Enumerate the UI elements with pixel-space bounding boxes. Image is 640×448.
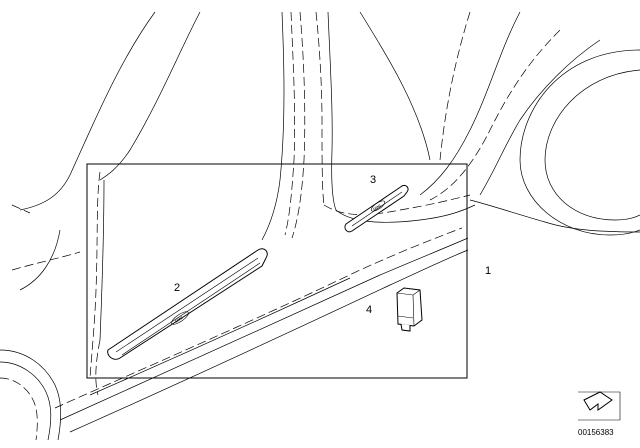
- callout-module: 4: [366, 304, 372, 316]
- rear-sill-strip: MINI: [344, 185, 409, 233]
- direction-arrow-icon: [578, 391, 621, 421]
- sill-logo-front: MINI: [174, 315, 184, 324]
- sill-logo-rear: MINI: [372, 203, 382, 212]
- assembly-frame: [86, 163, 468, 379]
- front-sill-strip: MINI: [107, 248, 268, 360]
- callout-front-sill: 2: [174, 282, 180, 294]
- callout-assembly: 1: [485, 265, 491, 277]
- document-number: 00156383: [578, 428, 614, 437]
- car-body-outline: [0, 11, 640, 441]
- callout-rear-sill: 3: [370, 174, 376, 186]
- control-module: [396, 287, 423, 332]
